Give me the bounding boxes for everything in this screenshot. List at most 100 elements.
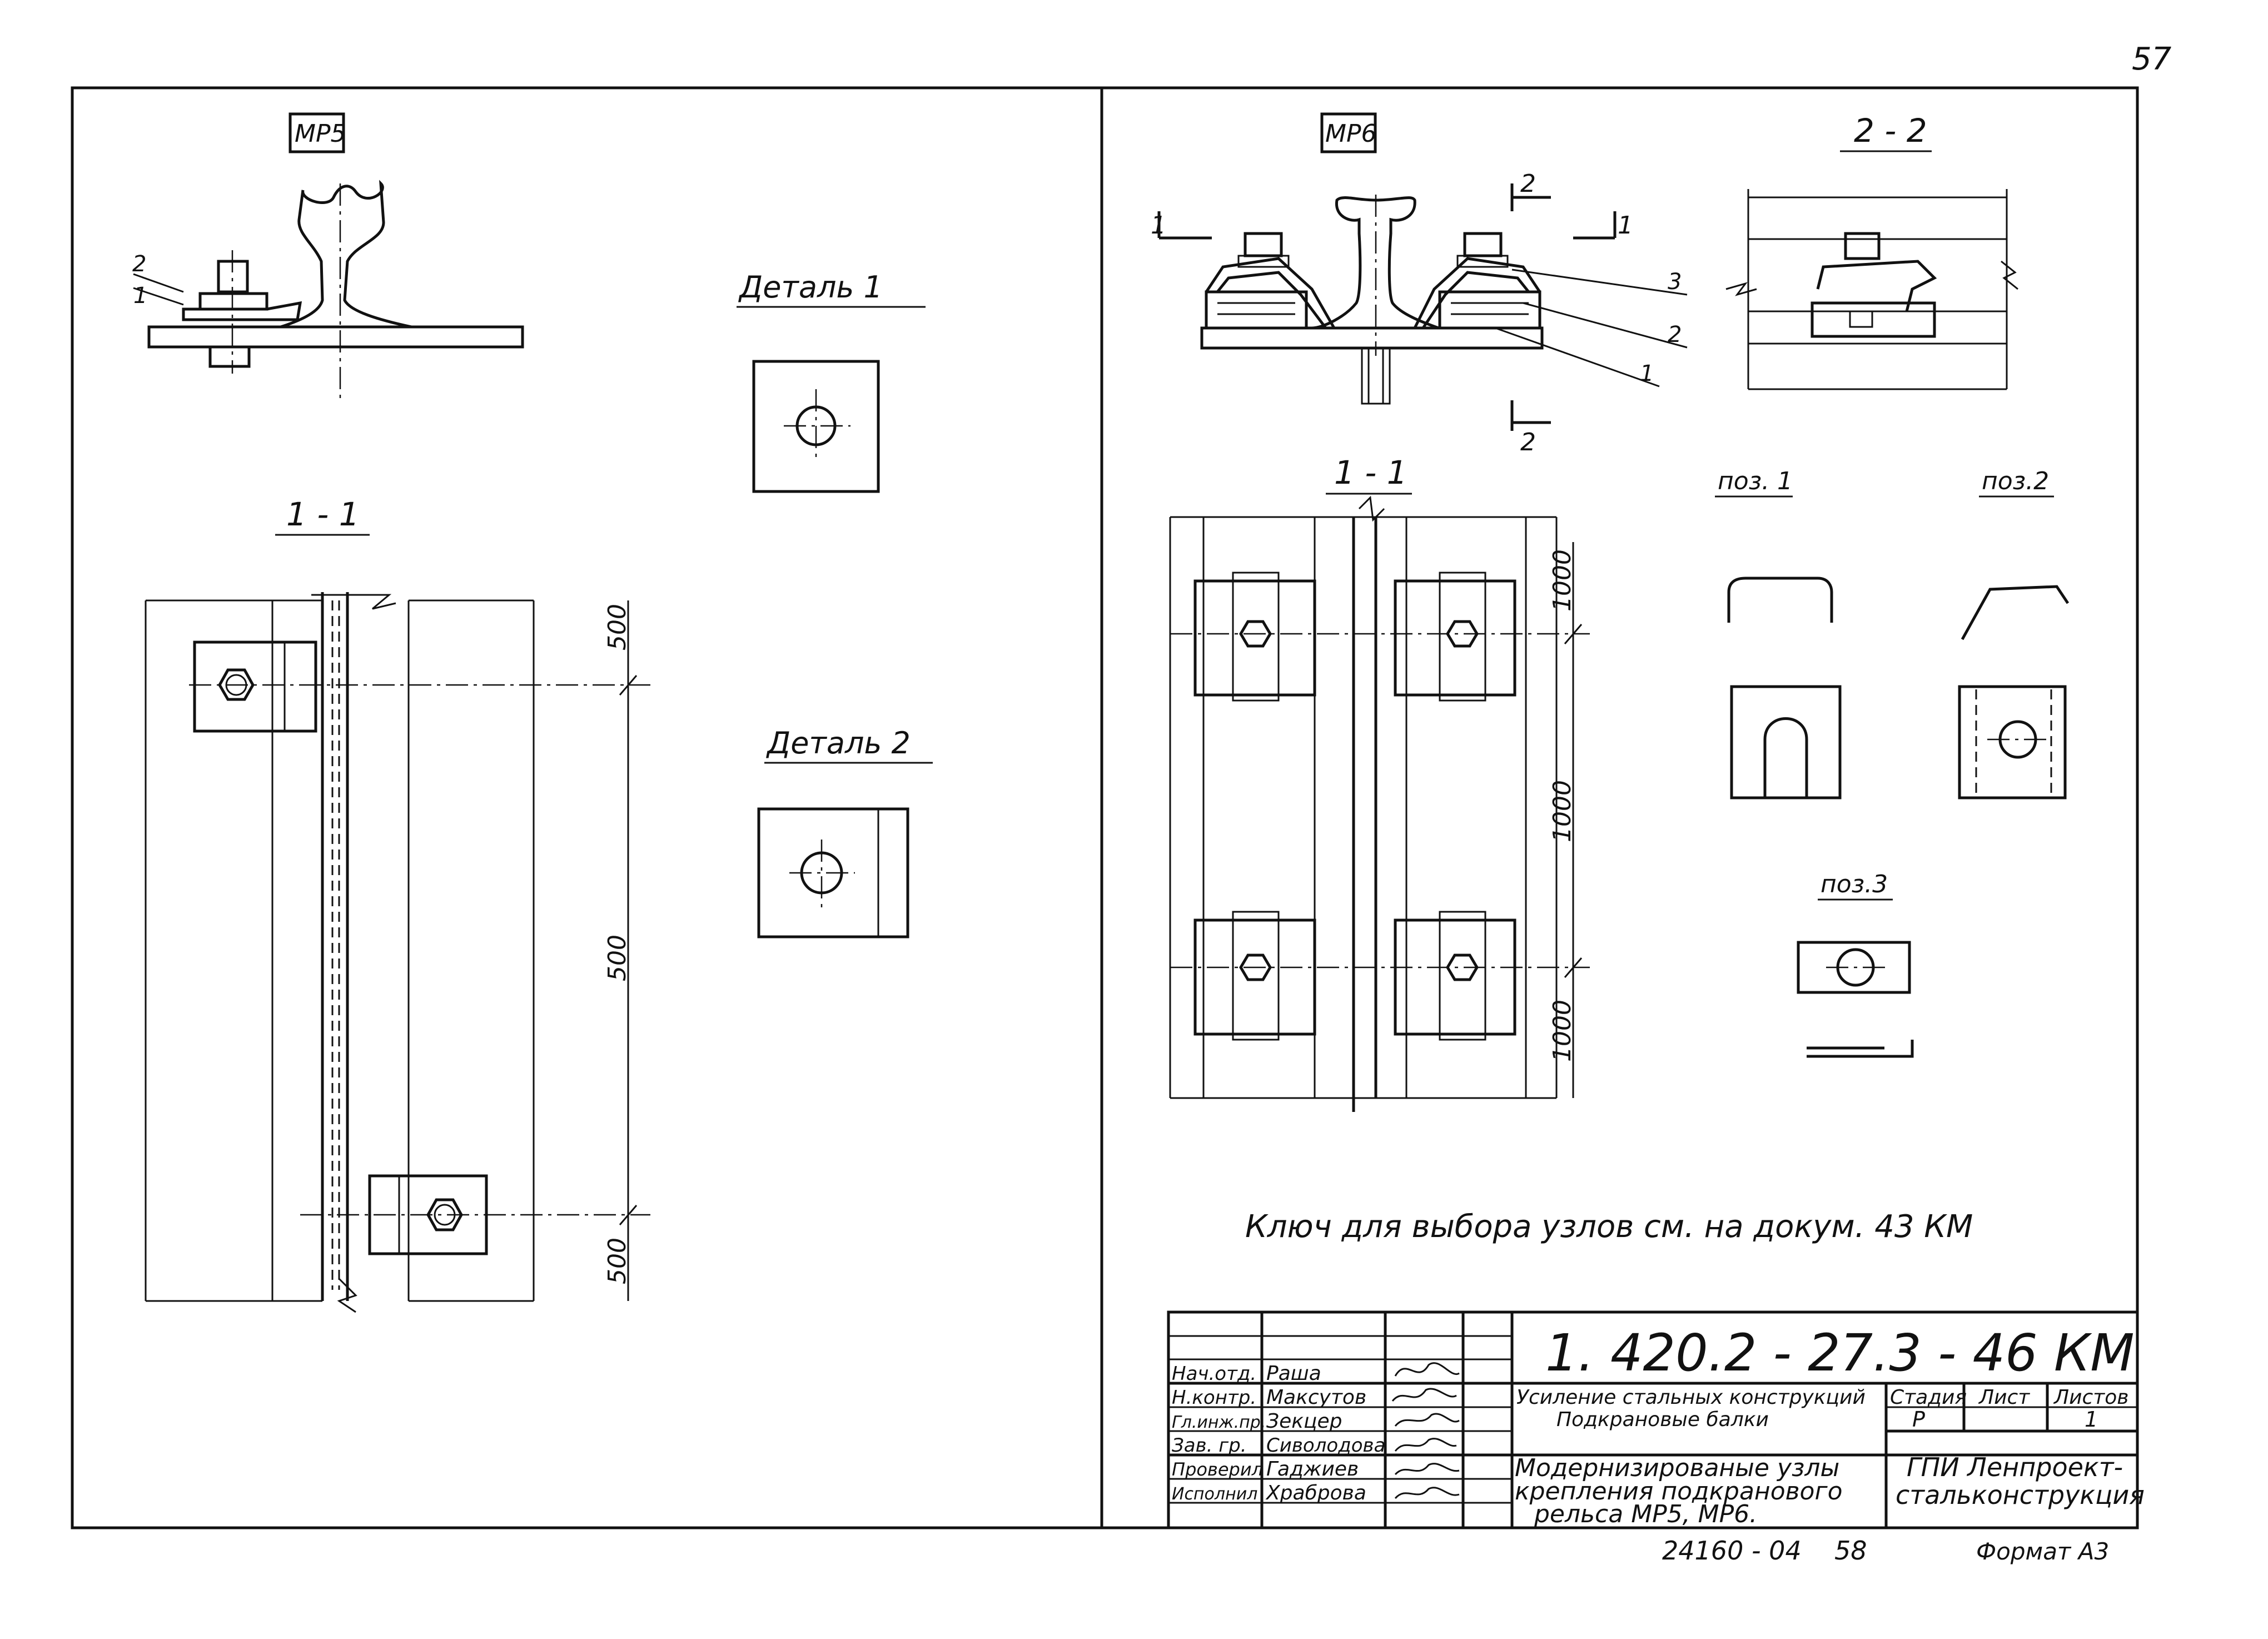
clamp-group-top-left (1193, 572, 1316, 702)
mr5-base-plate (147, 325, 524, 349)
selection-note: Ключ для выбора узлов см. на докум. 43 К… (1245, 1209, 1973, 1245)
clamp-group-bottom-right (1394, 911, 1516, 1041)
role-2: Н.контр. (1172, 1387, 1256, 1409)
pos3-profile (1807, 1040, 1914, 1058)
footer-archive: 24160 - 04 (1662, 1536, 1802, 1566)
pos-3: поз.3 (1797, 870, 1914, 1058)
role-3: Гл.инж.пр. (1172, 1413, 1266, 1432)
role-6: Исполнил (1172, 1484, 1257, 1504)
detail1-plate (752, 360, 880, 493)
sheet-frame (71, 86, 2139, 1529)
mr6-section-1-1: 1 - 1 (1169, 454, 1590, 1112)
pos-1: поз. 1 (1715, 467, 1842, 799)
pos2-plate (1958, 685, 2067, 799)
mr6-section-mark-right: 1 (1618, 211, 1633, 240)
pos-2: поз.2 (1958, 467, 2070, 799)
clamp-group-top-right (1394, 572, 1516, 702)
name-6: Храброва (1265, 1482, 1366, 1504)
mr6-section11-title: 1 - 1 (1334, 454, 1407, 491)
mr6-base-plate (1200, 326, 1544, 350)
break-mark-22-right (2001, 260, 2018, 290)
mr5-plan-plate-top (193, 640, 317, 733)
clamp-group-bottom-left (1193, 911, 1316, 1041)
sheets-header: Листов (2053, 1386, 2128, 1409)
mr6-callout-2: 2 (1668, 322, 1682, 347)
mr6-callout-3: 3 (1668, 269, 1682, 295)
mr6-section-2-2: 2 - 2 (1725, 112, 2018, 390)
role-5: Проверил (1172, 1459, 1263, 1480)
mr6-right-nut (1463, 232, 1503, 257)
name-3: Зекцер (1266, 1410, 1342, 1433)
sec22-nut (1844, 232, 1881, 260)
mr5-dim-2: 500 (603, 935, 631, 981)
pos2-label: поз.2 (1982, 467, 2049, 495)
mr5-callout-2: 2 (132, 251, 146, 277)
role-1: Нач.отд. (1172, 1363, 1256, 1385)
org-1: ГПИ Ленпроект- (1907, 1452, 2123, 1482)
mr5-dim-1: 500 (603, 604, 631, 650)
mr6-callout-1: 1 (1640, 361, 1654, 386)
detail-1: Деталь 1 (737, 270, 926, 493)
mr5-section-1-1: 1 - 1 (145, 495, 650, 1313)
pos2-bracket (1961, 585, 2070, 640)
mr6-dim-2: 1000 (1548, 780, 1576, 842)
pos3-label: поз.3 (1821, 870, 1888, 898)
mr6-cut-top: 2 (1520, 170, 1536, 198)
mr6-left-nut (1244, 232, 1283, 257)
detail1-title: Деталь 1 (738, 270, 883, 305)
org-2: стальконструкция (1896, 1480, 2145, 1510)
section22-title: 2 - 2 (1854, 112, 1927, 150)
mr5-tag-box (289, 112, 345, 153)
sec22-clamp (1816, 260, 1937, 312)
mr5-section-title: 1 - 1 (286, 495, 360, 533)
mr6-left-block (1205, 290, 1308, 330)
drawing-title-2: крепления подкранового (1515, 1477, 1843, 1506)
detail2-title: Деталь 2 (766, 726, 911, 761)
pos1-plate (1730, 685, 1842, 799)
stage-value: Р (1912, 1407, 1925, 1432)
mr6-rail (1311, 196, 1439, 330)
mr5-bolt-bottom (208, 345, 251, 368)
sheets-value: 1 (2085, 1407, 2098, 1432)
break-mark-top (311, 594, 396, 610)
mr6-right-clamp (1412, 257, 1541, 330)
footer-format: Формат А3 (1976, 1538, 2109, 1565)
mr6-dim-1: 1000 (1548, 549, 1576, 612)
break-mark-22-left (1725, 282, 1757, 296)
break-mark-11 (1358, 495, 1385, 522)
detail2-plate (757, 807, 909, 938)
mr6-elevation: 1 1 2 2 (1151, 170, 1688, 456)
mr6-anchor (1361, 347, 1391, 405)
stage-header: Стадия (1890, 1386, 1967, 1409)
name-2: Максутов (1266, 1386, 1366, 1409)
project-line-1: Усиление стальных конструкций (1516, 1386, 1866, 1409)
doc-code: 1. 420.2 - 27.3 - 46 КМ (1545, 1323, 2135, 1383)
mr5-washer (198, 292, 268, 311)
mr5-clamp (182, 301, 302, 321)
project-line-2: Подкрановые балки (1556, 1408, 1769, 1431)
drawing-title-1: Модернизированые узлы (1515, 1454, 1839, 1482)
break-mark-bottom (337, 1278, 357, 1313)
mr5-tag: МР5 (295, 120, 346, 148)
mr5-panel: МР5 2 1 Деталь 1 Деталь 2 (132, 112, 933, 1313)
mr6-dim-3: 1000 (1548, 1000, 1576, 1062)
footer-sheet: 58 (1834, 1536, 1867, 1566)
pos1-label: поз. 1 (1718, 467, 1793, 495)
name-1: Раша (1266, 1362, 1321, 1385)
mr6-left-clamp (1205, 257, 1337, 330)
drawing-title-3: рельса МР5, МР6. (1534, 1500, 1757, 1528)
mr5-dim-3: 500 (603, 1238, 631, 1284)
name-4: Сиволодова (1266, 1434, 1385, 1457)
mr6-tag: МР6 (1325, 120, 1377, 148)
pos3-plate (1797, 941, 1911, 994)
sheet-header: Лист (1978, 1386, 2030, 1409)
title-block: 1. 420.2 - 27.3 - 46 КМ Нач.отд. Н.контр… (1167, 1310, 2145, 1529)
mr6-right-block (1438, 290, 1541, 330)
mr6-tag-box (1320, 112, 1377, 153)
pos1-bracket (1727, 577, 1833, 623)
name-5: Гаджиев (1266, 1458, 1359, 1481)
mr6-cut-bottom: 2 (1520, 428, 1536, 456)
detail-2: Деталь 2 (757, 726, 933, 938)
mr6-panel: МР6 1 1 2 2 (1151, 112, 2070, 1245)
